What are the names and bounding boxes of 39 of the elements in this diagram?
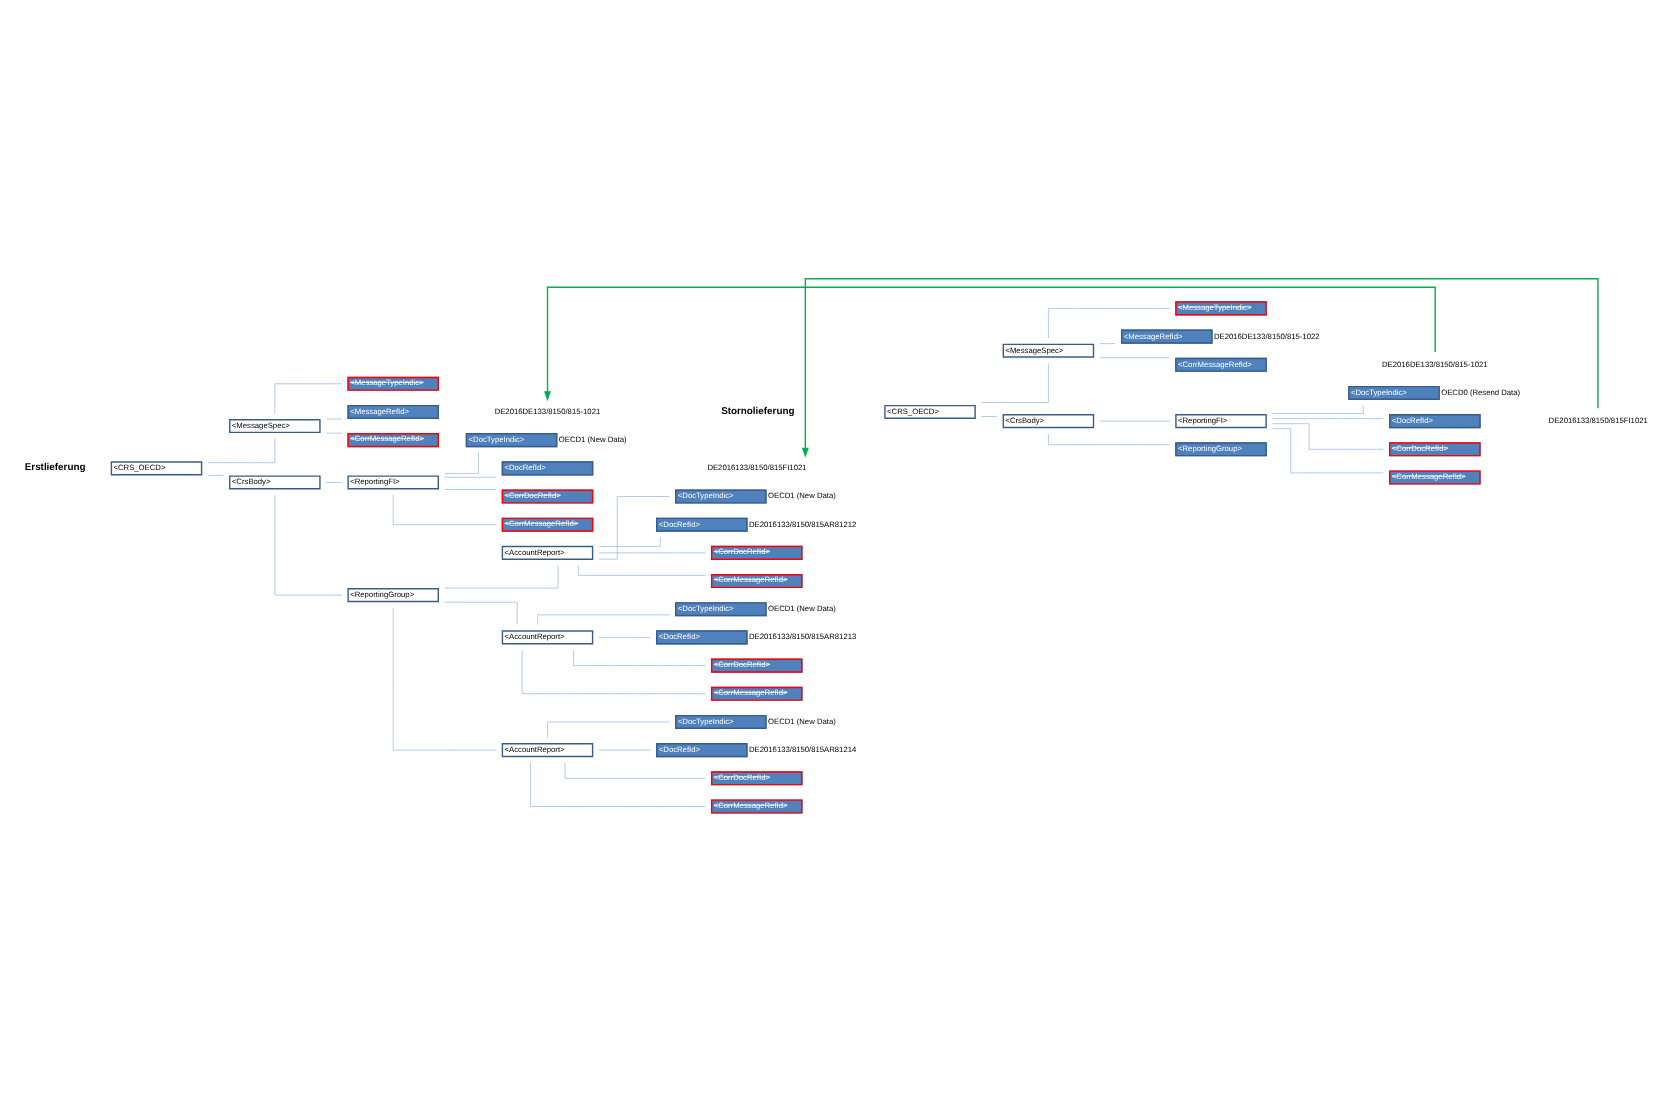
connector — [1272, 418, 1384, 419]
connector — [444, 601, 518, 626]
connector — [326, 418, 342, 420]
connector — [564, 762, 706, 779]
connector — [1272, 423, 1384, 450]
connector — [578, 565, 706, 576]
arrow — [801, 278, 1599, 458]
connector — [444, 565, 559, 589]
connector — [537, 614, 670, 625]
connector — [521, 649, 706, 695]
connector — [444, 452, 479, 474]
connector — [444, 489, 497, 490]
connector — [573, 649, 706, 666]
connector — [326, 432, 342, 434]
connector — [1272, 428, 1384, 474]
connector — [207, 438, 276, 464]
connector — [444, 476, 497, 478]
connector — [981, 363, 1049, 403]
connector — [1048, 433, 1170, 446]
connector — [1272, 405, 1364, 414]
connector — [1048, 308, 1170, 339]
arrow — [544, 286, 1436, 402]
connector — [598, 552, 706, 554]
connector — [392, 607, 497, 751]
connector — [598, 637, 651, 638]
connector — [326, 482, 342, 483]
connector — [598, 496, 670, 560]
connector — [274, 494, 342, 596]
connector — [530, 762, 706, 807]
connector — [274, 383, 342, 414]
connector — [392, 494, 497, 526]
connector — [981, 416, 998, 417]
connector — [547, 721, 670, 738]
connector — [598, 537, 661, 547]
connector — [1099, 357, 1170, 359]
connector — [598, 749, 651, 751]
connector — [207, 475, 224, 476]
connector — [1099, 420, 1170, 422]
connector — [1099, 343, 1116, 344]
